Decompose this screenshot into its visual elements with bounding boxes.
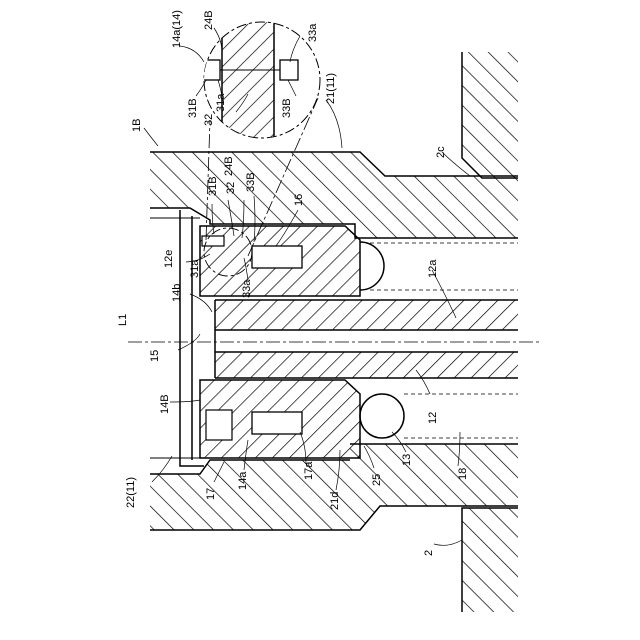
label-33B-top: 33B (281, 98, 293, 118)
label-L1: L1 (117, 314, 129, 326)
label-12a: 12a (427, 259, 439, 278)
label-17: 17 (205, 488, 217, 500)
label-15: 15 (149, 350, 161, 362)
balls-13 (360, 242, 404, 438)
label-2: 2 (423, 550, 435, 556)
label-12e: 12e (163, 250, 175, 268)
plate-15 (150, 210, 204, 466)
label-14b: 14b (171, 284, 183, 302)
label-16: 16 (293, 194, 305, 206)
label-22-11: 22(11) (125, 477, 137, 508)
label-33B-mid: 33B (245, 172, 257, 192)
label-33a-mid: 33a (241, 279, 253, 298)
label-14B: 14B (159, 394, 171, 414)
label-31a-top: 31a (215, 93, 227, 112)
label-24B-top: 24B (203, 10, 215, 30)
label-13: 13 (401, 454, 413, 466)
body-21 (150, 152, 518, 238)
label-31B-mid: 31B (207, 176, 219, 196)
label-33a-top: 33a (307, 23, 319, 42)
label-1B: 1B (131, 119, 143, 132)
label-12: 12 (427, 412, 439, 424)
label-17a: 17a (303, 461, 315, 480)
label-32-mid: 32 (225, 182, 237, 194)
label-2c: 2c (435, 146, 447, 158)
seal-17 (200, 380, 360, 458)
label-14a: 14a (237, 471, 249, 490)
label-31a-mid: 31a (189, 259, 201, 278)
label-14a-14: 14a(14) (171, 10, 183, 48)
label-21-11: 21(11) (325, 73, 337, 104)
shaft-12 (215, 300, 518, 378)
housing-2 (462, 52, 518, 612)
label-24B-mid: 24B (223, 156, 235, 176)
label-32-top: 32 (203, 114, 215, 126)
label-25: 25 (371, 474, 383, 486)
label-21d: 21d (329, 492, 341, 510)
label-31B-top: 31B (187, 98, 199, 118)
label-18: 18 (457, 468, 469, 480)
seal-16 (200, 226, 360, 296)
